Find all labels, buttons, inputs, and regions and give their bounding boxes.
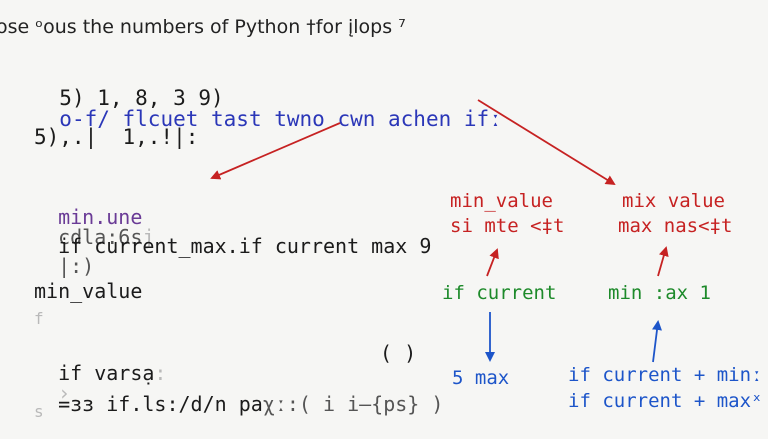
note-left-mid: if current (442, 282, 557, 304)
code-line-3-tail: j (142, 225, 155, 249)
code-line-8: =зз if.ls:/d/n paχː:( i i—{ps} ) (34, 374, 443, 414)
code-line-1-description: o-f/ flcuet tast twno cwn achen ifː (59, 107, 502, 131)
code-line-3-value: cdla:6s (58, 225, 143, 249)
code-line-1-numbers: 5) 1, 8, 3 9) (59, 86, 224, 110)
note-left-top-1: min_value (450, 190, 553, 212)
arrow-red-left (210, 122, 341, 180)
code-line-8-tail: χː:( i i—{ps} ) (262, 392, 444, 416)
code-line-4-second: if current max 9 (238, 234, 432, 258)
code-line-2: 5),.| 1,.!|: (34, 125, 199, 149)
code-line-4: if current_max.if current max 9 |:) (34, 216, 431, 276)
page-title: ose ᵒous the numbers of Python †for įlop… (0, 16, 406, 38)
code-line-3: min.une cdla:6sj (34, 187, 154, 247)
note-right-top-2: max nas<‡t (618, 215, 733, 237)
note-left-bot: 5 max (452, 367, 510, 389)
code-line-4-tail: |:) (58, 254, 95, 278)
code-line-4-first: if current_max. (58, 234, 239, 258)
arrow-blue-up-right (652, 320, 662, 363)
note-right-top-1: mix value (622, 190, 725, 212)
note-right-bot-2: if current + maxˣ (568, 390, 763, 412)
code-line-1: 5) 1, 8, 3 9) o-f/ flcuet tast twno cwn … (34, 67, 502, 130)
note-right-bot-1: if current + minː (568, 364, 763, 386)
code-line-7-mark: ̣: (154, 361, 167, 385)
code-line-5: min_value (34, 279, 143, 303)
code-line-6: f (34, 309, 44, 328)
code-line-3-keyword: min.une (58, 205, 143, 229)
code-line-7-tail: › (58, 381, 71, 405)
code-line-7-parens: ( ) (380, 341, 417, 365)
code-line-8-first: =зз if.ls:/d/n pa (58, 392, 263, 416)
code-line-7: if varsạ: › (34, 343, 166, 403)
arrow-red-up-left (486, 248, 499, 277)
note-left-top-2: si mte <‡t (450, 215, 565, 237)
code-line-9: s (34, 402, 44, 421)
arrow-red-right (477, 99, 616, 186)
code-line-7-first: if varsa (58, 361, 155, 385)
note-right-mid: min :ax 1 (608, 282, 711, 304)
arrow-red-up-right (657, 246, 669, 277)
